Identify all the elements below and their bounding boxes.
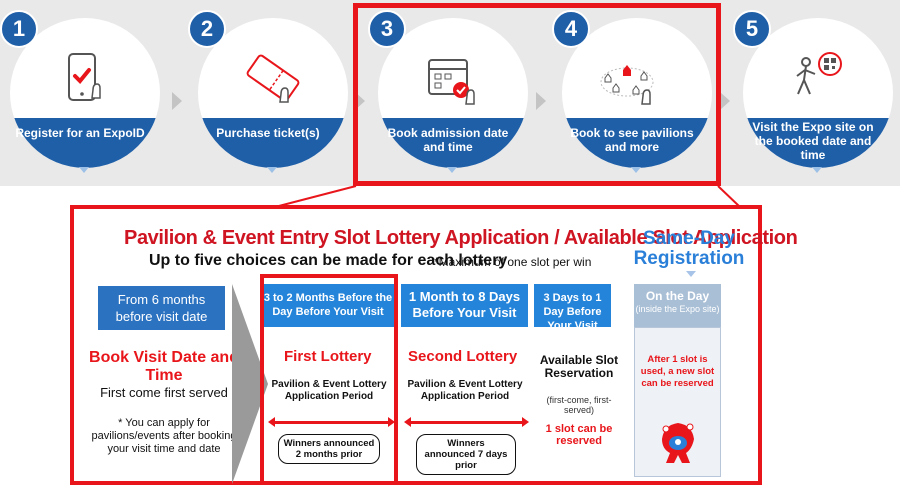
book-visit-subtitle: First come first served xyxy=(100,385,228,400)
step-label: Book to see pavilions and more xyxy=(570,126,694,154)
second-lottery-span-arrow xyxy=(404,417,529,427)
step-number: 5 xyxy=(733,10,771,48)
same-day-head-sub: (inside the Expo site) xyxy=(635,304,720,314)
panel-title: Pavilion & Event Entry Slot Lottery Appl… xyxy=(124,227,798,249)
ticket-icon xyxy=(246,54,300,103)
step-5[interactable]: 5 Visit the Expo site on the booked date… xyxy=(733,10,893,180)
step-caption-bar xyxy=(378,118,528,168)
step-circle xyxy=(378,18,528,168)
available-slot-limit: 1 slot can be reserved xyxy=(545,423,613,447)
chevron-right-icon xyxy=(355,92,365,110)
calendar-check-icon xyxy=(428,59,475,105)
step-number: 3 xyxy=(368,10,406,48)
second-lottery-title: Second Lottery xyxy=(408,348,518,365)
first-lottery-period: Pavilion & Event Lottery Application Per… xyxy=(271,379,387,402)
step-label: Purchase ticket(s) xyxy=(216,126,320,140)
step-1[interactable]: 1 Register for an ExpoID xyxy=(0,10,160,180)
from-box: From 6 months before visit date xyxy=(98,286,225,330)
chevron-down-icon xyxy=(686,271,696,277)
step-caption-bar xyxy=(743,118,893,168)
second-lottery-winners: Winners announced 7 days prior xyxy=(416,434,516,475)
step-3-highlight-frame xyxy=(353,3,721,186)
walking-qr-icon xyxy=(796,52,842,95)
second-lottery-period: Pavilion & Event Lottery Application Per… xyxy=(407,379,523,402)
mascot-icon xyxy=(662,423,694,463)
available-slot-title: Available Slot Reservation xyxy=(539,353,619,380)
pavilion-map-icon xyxy=(600,65,654,105)
chevron-down-icon xyxy=(631,167,641,173)
first-lottery-highlight-frame xyxy=(260,274,398,485)
column-head-same-day: On the Day (inside the Expo site) xyxy=(634,284,721,327)
column-head-available: 3 Days to 1 Day Before Your Visit xyxy=(534,284,611,332)
first-lottery-span-arrow xyxy=(268,417,395,427)
step-4[interactable]: 4 Book to see pavilions and more xyxy=(552,10,712,180)
book-visit-title: Book Visit Date and Time xyxy=(89,349,239,384)
chevron-down-icon xyxy=(447,167,457,173)
chevron-right-icon xyxy=(172,92,182,110)
column-head-second: 1 Month to 8 Days Before Your Visit xyxy=(401,284,528,327)
chevron-down-icon xyxy=(812,167,822,173)
chevron-right-icon xyxy=(536,92,546,110)
step-number: 1 xyxy=(0,10,38,48)
step-3[interactable]: 3 Book admission date and time xyxy=(368,10,528,180)
panel-subtitle: Up to five choices can be made for each … xyxy=(149,252,508,269)
chevron-right-icon xyxy=(720,92,730,110)
highlight-connector xyxy=(274,185,741,208)
chevron-down-icon xyxy=(267,167,277,173)
first-lottery-title: First Lottery xyxy=(284,348,372,365)
step-label: Visit the Expo site on the booked date a… xyxy=(752,120,874,162)
chevron-down-icon xyxy=(79,167,89,173)
available-slot-note: (first-come, first-served) xyxy=(546,395,612,415)
same-day-title: Same-Day Registration xyxy=(633,228,745,269)
step-2[interactable]: 2 Purchase ticket(s) xyxy=(188,10,348,180)
panel-note: *Maximum of one slot per win xyxy=(434,255,592,269)
book-visit-note: * You can apply for pavilions/events aft… xyxy=(91,417,237,455)
step-number: 2 xyxy=(188,10,226,48)
lottery-panel: Pavilion & Event Entry Slot Lottery Appl… xyxy=(70,205,798,485)
step-caption-bar xyxy=(562,118,712,168)
step-circle xyxy=(743,18,893,168)
step-label: Book admission date and time xyxy=(387,126,509,154)
same-day-text: After 1 slot is used, a new slot can be … xyxy=(640,354,715,389)
same-day-column xyxy=(634,327,721,477)
first-lottery-winners: Winners announced 2 months prior xyxy=(278,434,380,464)
column-head-first: 3 to 2 Months Before the Day Before Your… xyxy=(262,284,394,327)
step-label: Register for an ExpoID xyxy=(15,126,145,140)
step-number: 4 xyxy=(552,10,590,48)
step-caption-bar xyxy=(198,118,348,168)
smartphone-check-icon xyxy=(68,53,101,101)
step-caption-bar xyxy=(10,118,160,168)
same-day-head-label: On the Day xyxy=(645,289,710,303)
